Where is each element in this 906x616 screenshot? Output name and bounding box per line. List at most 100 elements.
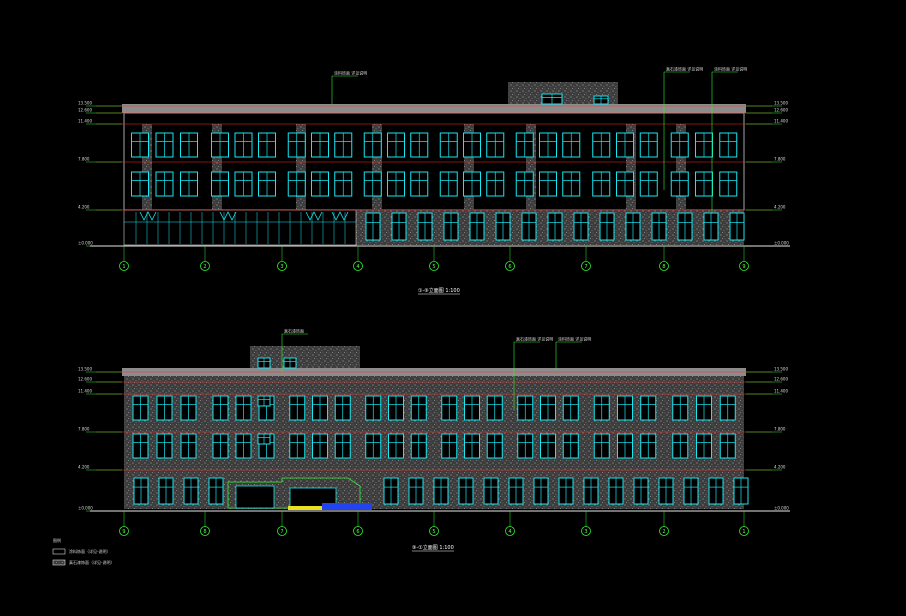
window-bottom-ground-659 bbox=[658, 477, 674, 505]
window-top-r0-b5-1 bbox=[539, 132, 557, 158]
window-bottom-r0-b2-1 bbox=[312, 395, 328, 421]
leaders-bottom: 真石漆饰面 详见说明涂料饰面 详见说明真石漆饰面 bbox=[281, 328, 591, 410]
axis-label-bottom-6: 3 bbox=[584, 529, 587, 535]
leader-bottom-1 bbox=[555, 341, 582, 370]
window-bottom-r0-b2-2 bbox=[334, 395, 351, 421]
roof-structure-top bbox=[508, 82, 618, 104]
window-bottom-ground-734 bbox=[733, 477, 749, 505]
window-top-ground-574 bbox=[573, 212, 589, 241]
window-bottom-r0-b5-2 bbox=[562, 395, 579, 421]
leader-top-0 bbox=[331, 75, 358, 104]
window-bottom-r1-b5-2 bbox=[562, 433, 579, 459]
window-bottom-r0-b6-1 bbox=[617, 395, 633, 421]
level-label-right-bottom-1: 4.200 bbox=[774, 465, 786, 470]
cw-chevron-2 bbox=[305, 211, 323, 221]
window-top-ground-444 bbox=[443, 212, 459, 241]
window-bottom-ground-434 bbox=[433, 477, 449, 505]
window-bottom-r1-b6-0 bbox=[593, 433, 610, 459]
window-top-r1-b5-2 bbox=[562, 171, 581, 197]
window-bottom-r1-b6-2 bbox=[640, 433, 657, 459]
window-bottom-r1-b4-1 bbox=[464, 433, 480, 459]
level-label-right-top-1: 4.200 bbox=[774, 205, 786, 210]
axis-bubble-bottom-4 bbox=[429, 526, 439, 536]
window-bottom-ground-409 bbox=[408, 477, 424, 505]
window-bottom-ground-484 bbox=[483, 477, 499, 505]
window-top-r1-b5-0 bbox=[515, 171, 534, 197]
window-top-r1-b4-0 bbox=[439, 171, 458, 197]
legend-item-outline: 涂料饰面（详见-说明） bbox=[69, 548, 110, 554]
window-bottom-r0-b6-2 bbox=[640, 395, 657, 421]
window-top-r1-b0-1 bbox=[155, 171, 174, 197]
window-bottom-r0-b7-2 bbox=[719, 395, 736, 421]
window-top-r0-b0-1 bbox=[155, 132, 174, 158]
level-label-right-bottom-5: 13.500 bbox=[774, 367, 788, 372]
axis-label-top-6: 7 bbox=[584, 264, 587, 270]
window-bottom-ground-459 bbox=[458, 477, 474, 505]
level-label-right-bottom-0: ±0.000 bbox=[774, 506, 789, 511]
window-top-r0-b2-0 bbox=[287, 132, 306, 158]
level-label-left-bottom-4: 12.600 bbox=[78, 377, 92, 382]
window-top-r1-b6-1 bbox=[616, 171, 634, 197]
annotation-top-2: 涂料饰面 详见说明 bbox=[714, 66, 747, 72]
window-bottom-r0-b0-2 bbox=[180, 395, 197, 421]
window-bottom-stair-1 bbox=[257, 395, 271, 407]
window-top-r1-b6-2 bbox=[639, 171, 658, 197]
axis-label-bottom-3: 6 bbox=[356, 529, 359, 535]
window-top-ground-626 bbox=[625, 212, 641, 241]
window-top-ground-470 bbox=[469, 212, 485, 241]
axis-bubble-bottom-5 bbox=[505, 526, 515, 536]
window-top-ground-418 bbox=[417, 212, 433, 241]
axis-label-bottom-5: 4 bbox=[508, 529, 511, 535]
window-bottom-ground-559 bbox=[558, 477, 574, 505]
elevation-title-top: ①-⑨立面图 1:100 bbox=[418, 287, 460, 294]
window-bottom-r1-b4-0 bbox=[441, 433, 458, 459]
legend: 图例 涂料饰面（详见-说明） 真石漆饰面（详见-说明） bbox=[52, 537, 114, 566]
curtain-wall-grid bbox=[124, 211, 356, 244]
level-label-left-top-1: 4.200 bbox=[78, 205, 90, 210]
window-bottom-ground-684 bbox=[683, 477, 699, 505]
pilaster-top-7 bbox=[676, 124, 686, 210]
window-bottom-r0-b2-0 bbox=[289, 395, 306, 421]
legend-swatch-outline bbox=[52, 548, 66, 555]
window-bottom-ground-634 bbox=[633, 477, 649, 505]
window-top-r0-b3-0 bbox=[363, 132, 382, 158]
window-bottom-r0-b3-2 bbox=[410, 395, 427, 421]
axis-bubble-bottom-7 bbox=[659, 526, 669, 536]
windows-top bbox=[124, 93, 745, 244]
level-label-right-top-3: 11.400 bbox=[774, 119, 788, 124]
axis-label-top-8: 9 bbox=[742, 264, 745, 270]
cw-chevron-1 bbox=[219, 211, 237, 221]
leader-bottom-2 bbox=[281, 333, 308, 372]
axis-bubble-top-4 bbox=[429, 261, 439, 271]
window-bottom-r1-b5-1 bbox=[540, 433, 556, 459]
window-bottom-r1-b7-1 bbox=[696, 433, 712, 459]
window-bottom-roof-2 bbox=[283, 357, 297, 369]
window-bottom-ground-384 bbox=[383, 477, 399, 505]
window-top-r0-b1-1 bbox=[234, 132, 253, 158]
level-label-left-bottom-1: 4.200 bbox=[78, 465, 90, 470]
axis-label-bottom-7: 2 bbox=[662, 529, 665, 535]
window-bottom-ground-184 bbox=[183, 477, 199, 505]
window-top-r0-b6-2 bbox=[639, 132, 658, 158]
window-bottom-r0-b3-0 bbox=[365, 395, 382, 421]
window-top-r1-b6-0 bbox=[592, 171, 611, 197]
window-bottom-r0-b4-0 bbox=[441, 395, 458, 421]
axis-label-top-3: 4 bbox=[356, 264, 359, 270]
window-top-r0-b7-0 bbox=[670, 132, 689, 158]
level-label-left-bottom-5: 13.500 bbox=[78, 367, 92, 372]
window-bottom-r0-b4-1 bbox=[464, 395, 480, 421]
window-top-r0-b0-2 bbox=[180, 132, 198, 158]
level-label-left-bottom-0: ±0.000 bbox=[78, 506, 93, 511]
window-top-r1-b0-0 bbox=[131, 171, 149, 197]
window-top-r0-b6-1 bbox=[616, 132, 634, 158]
window-top-ground-678 bbox=[677, 212, 693, 241]
window-top-r0-b1-0 bbox=[211, 132, 229, 158]
axis-label-bottom-1: 8 bbox=[203, 529, 206, 535]
level-label-right-bottom-2: 7.800 bbox=[774, 427, 786, 432]
cw-chevron-3 bbox=[331, 211, 349, 221]
pilaster-top-4 bbox=[464, 124, 474, 210]
window-bottom-ground-534 bbox=[533, 477, 549, 505]
axis-label-top-0: 1 bbox=[122, 264, 125, 270]
